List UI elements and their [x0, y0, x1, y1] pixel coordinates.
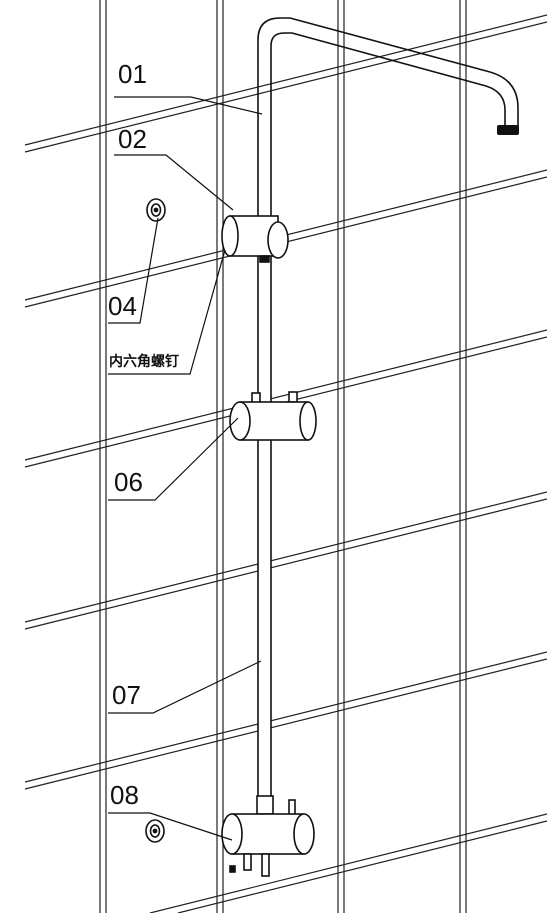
- wall-anchor-top: [146, 198, 166, 222]
- hex-socket-screw-note: 内六角螺钉: [109, 353, 179, 370]
- callout-04-label: 04: [108, 291, 137, 321]
- tile-grid: [24, 0, 547, 913]
- leader-lines: [108, 96, 263, 841]
- callout-07-label: 07: [112, 680, 141, 710]
- wall-anchor-bottom: [145, 819, 165, 843]
- callout-02-label: 02: [118, 124, 147, 154]
- diverter-valve: [221, 795, 315, 877]
- slide-holder: [229, 391, 317, 441]
- shower-head-nozzle: [497, 125, 519, 135]
- tile-vertical-lines: [99, 0, 467, 913]
- shower-arm: [257, 17, 519, 230]
- wall-bracket: [221, 215, 289, 263]
- callout-06-label: 06: [114, 467, 143, 497]
- callout-08-label: 08: [110, 780, 139, 810]
- tile-diagonal-lines: [24, 14, 547, 913]
- callout-01-label: 01: [118, 59, 147, 89]
- slide-bar: [257, 249, 272, 821]
